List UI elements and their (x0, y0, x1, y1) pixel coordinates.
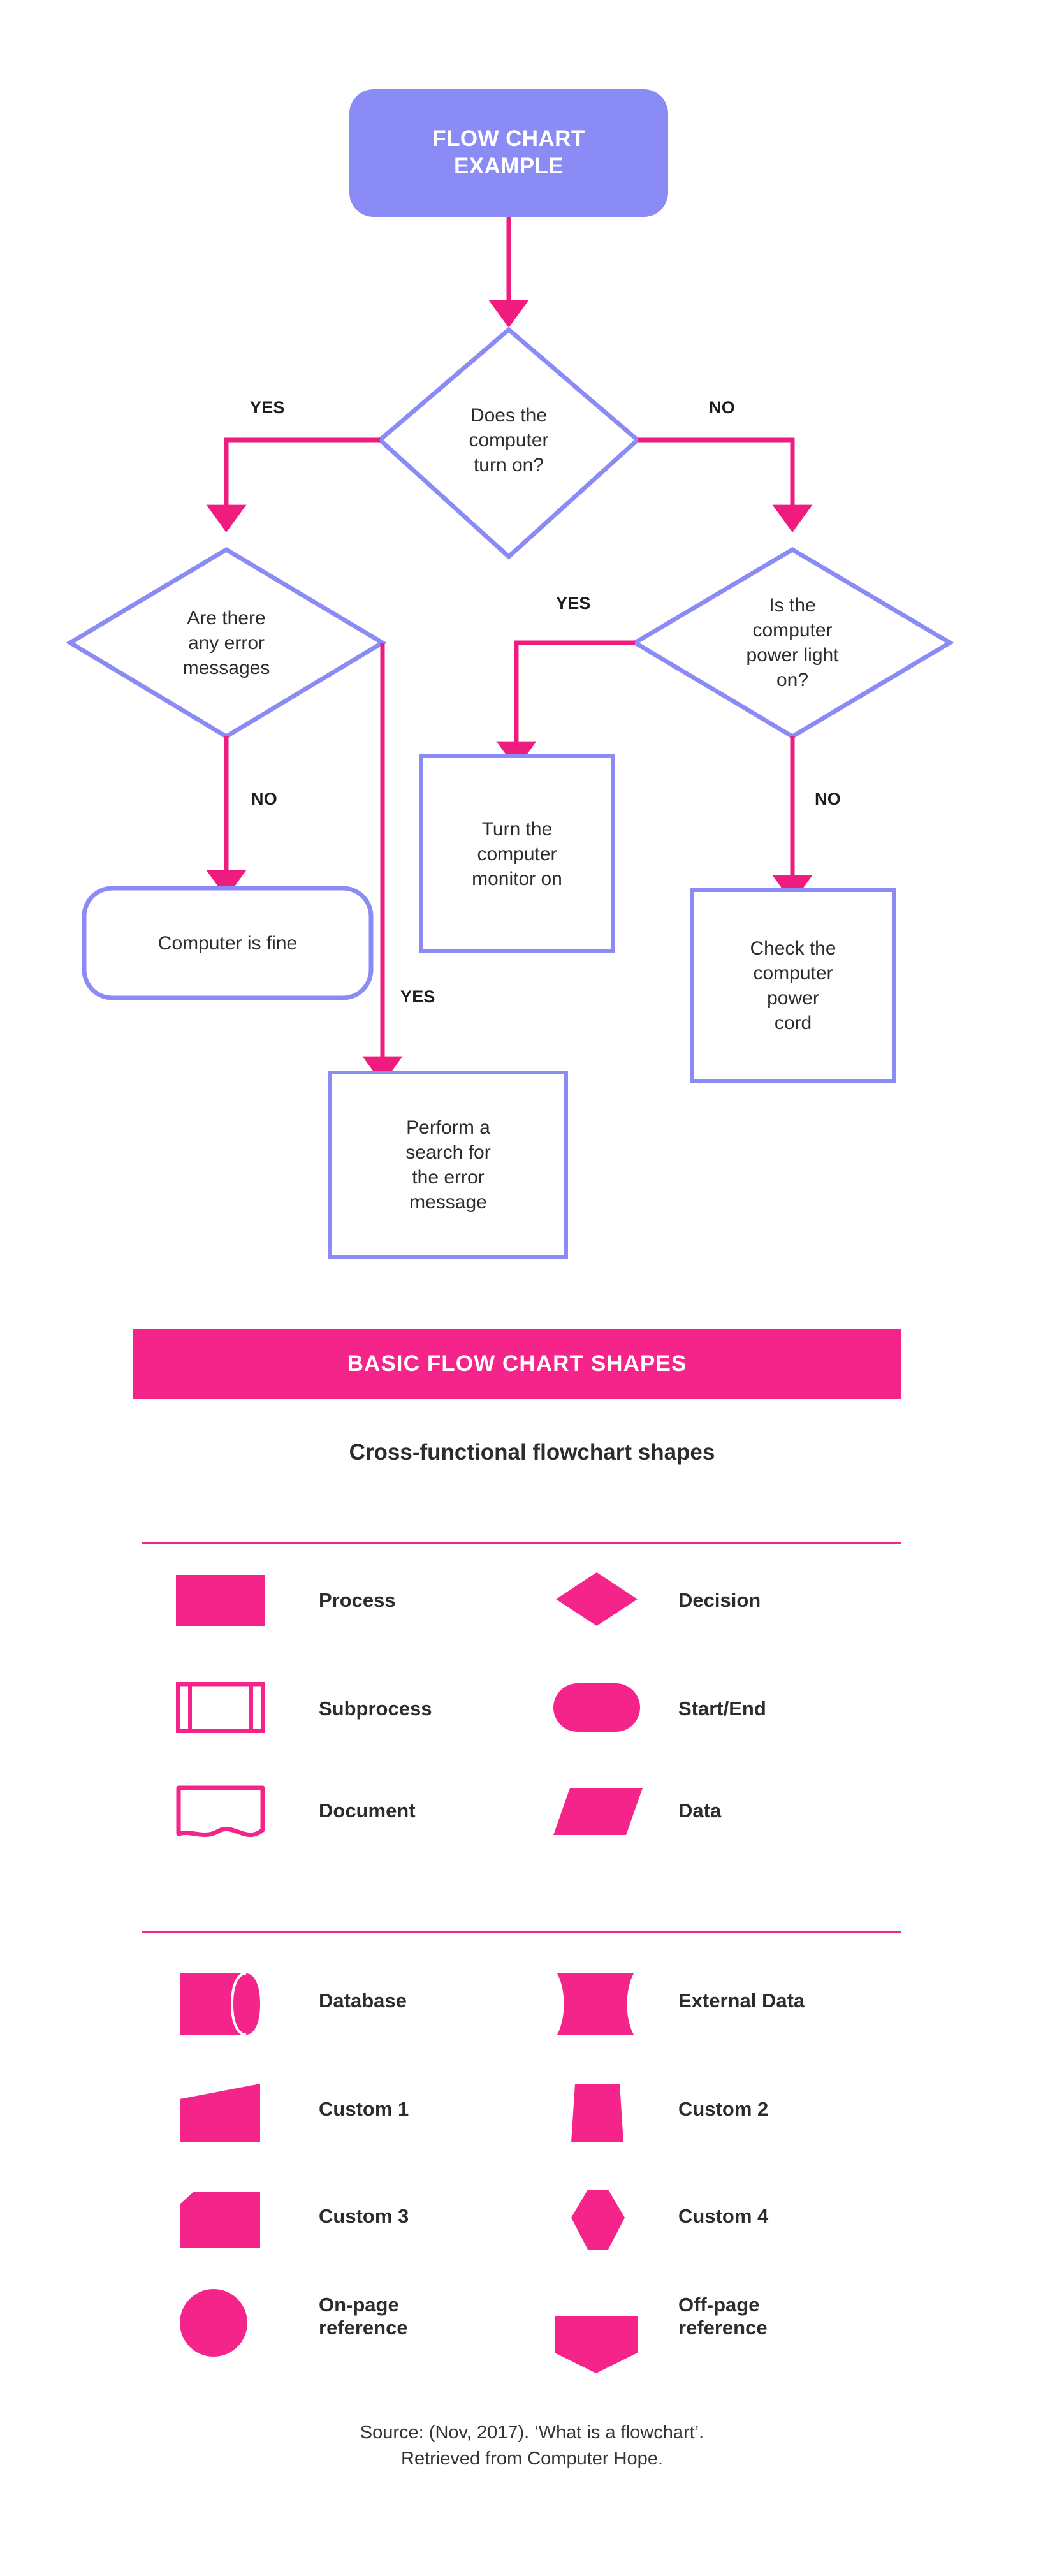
node-search-shape (328, 1071, 568, 1259)
edge-label-d2-no: NO (251, 789, 277, 809)
shapes-banner-title: BASIC FLOW CHART SHAPES (347, 1351, 687, 1376)
edge-label-d1-no: NO (709, 398, 735, 417)
legend-label-on-page-reference: On-page reference (319, 2294, 408, 2339)
node-monitor-shape (419, 754, 615, 953)
edge-d3-yes (496, 640, 635, 769)
edge-label-d1-yes: YES (250, 398, 285, 417)
flowchart-canvas (66, 89, 954, 1259)
edge-d1-no (638, 437, 813, 532)
legend-label-document: Document (319, 1799, 416, 1822)
legend-label-subprocess: Subprocess (319, 1697, 432, 1720)
document-wave-icon (176, 1785, 265, 1838)
data-parallelogram-icon (553, 1788, 643, 1835)
shapes-banner: BASIC FLOW CHART SHAPES (133, 1329, 901, 1399)
legend-label-external-data: External Data (678, 1989, 805, 2012)
edge-label-d2-yes: YES (400, 987, 435, 1006)
database-cylinder-icon (180, 1973, 260, 2035)
decision-diamond-icon (556, 1572, 638, 1626)
node-fine-shape (82, 886, 374, 1000)
custom-1-trapezoid-icon (180, 2084, 260, 2142)
edge-d1-yes (206, 437, 380, 532)
legend-label-database: Database (319, 1989, 407, 2012)
node-d1-shape (376, 326, 641, 560)
node-d2-shape (66, 546, 387, 740)
legend-label-process: Process (319, 1589, 396, 1611)
node-cord-shape (690, 888, 896, 1083)
legend-label-custom-3: Custom 3 (319, 2205, 409, 2227)
off-page-pentagon-icon (555, 2316, 638, 2373)
external-data-icon (557, 1973, 634, 2035)
edge-label-d3-no: NO (815, 789, 841, 809)
legend-label-data: Data (678, 1799, 722, 1822)
legend-label-decision: Decision (678, 1589, 761, 1611)
edge-label-d3-yes: YES (556, 594, 591, 613)
source-credit: Source: (Nov, 2017). ‘What is a flowchar… (0, 2420, 1064, 2472)
legend-label-start-end: Start/End (678, 1697, 766, 1720)
custom-2-trapezoid-icon (571, 2084, 623, 2142)
legend-label-custom-2: Custom 2 (678, 2098, 769, 2120)
process-rectangle-icon (176, 1575, 265, 1626)
node-d3-shape (630, 546, 954, 740)
start-end-pill-icon (553, 1683, 640, 1732)
legend-label-custom-1: Custom 1 (319, 2098, 409, 2120)
divider-top (142, 1542, 901, 1544)
legend-label-custom-4: Custom 4 (678, 2205, 769, 2227)
legend-label-off-page-reference: Off-page reference (678, 2294, 768, 2339)
node-start-shape (349, 89, 668, 217)
divider-middle (142, 1931, 901, 1933)
shapes-subtitle: Cross-functional flowchart shapes (349, 1440, 715, 1465)
source-line-2: Retrieved from Computer Hope. (401, 2448, 663, 2470)
on-page-circle-icon (180, 2289, 247, 2357)
custom-4-hexagon-icon (571, 2190, 625, 2250)
subprocess-icon (176, 1682, 265, 1733)
source-line-1: Source: (Nov, 2017). ‘What is a flowchar… (360, 2422, 704, 2443)
custom-3-clipped-icon (180, 2192, 260, 2248)
